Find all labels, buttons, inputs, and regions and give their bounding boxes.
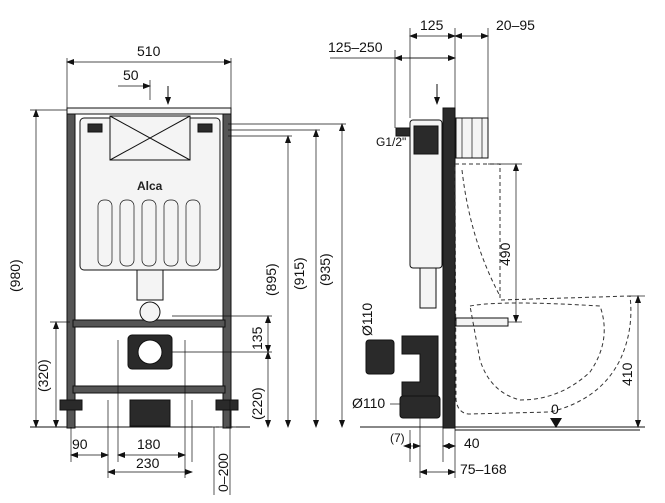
right-holder [197,123,213,133]
toilet-inner-outline [469,302,605,401]
dim-915-label: (915) [291,257,307,290]
dim-410-label: 410 [619,362,635,386]
side-flush-pipe [419,267,437,309]
dim-220-label: (220) [249,387,265,420]
dim-230-label: 230 [136,455,160,471]
floor-level-label: 0 [551,401,559,417]
valve-block [413,125,439,155]
cistern-rib [119,199,135,267]
dim-50-label: 50 [123,67,139,83]
flush-outlet [139,301,161,323]
dim-320-label: (320) [35,359,51,392]
dim-490-label: 490 [497,242,513,266]
left-frame-post [66,109,76,429]
dim-0-200-label: 0–200 [215,453,231,492]
front-view: Alca 510 50 (980) (320) (895) (9 [7,43,346,495]
cistern-rib [185,199,201,267]
dim-7-label: (7) [390,431,405,445]
side-frame-post [442,107,456,429]
dim-125-label: 125 [420,17,444,33]
brand-logo-text: Alca [137,179,163,193]
opening-cross-b [109,115,191,161]
dim-980-label: (980) [7,259,23,292]
dim-895-label: (895) [263,263,279,296]
pipe-110-upper-label: Ø110 [359,303,375,336]
dim-135-label: 135 [249,326,265,350]
dim-125-250-label: 125–250 [328,39,383,55]
dim-180-label: 180 [137,436,161,452]
pipe-110-lower-label: Ø110 [352,395,385,411]
dim-90-label: 90 [72,436,88,452]
lower-rail [72,385,226,394]
floor-adjust-leg [129,399,171,427]
floor-level-marker [550,418,562,428]
right-frame-post [222,109,232,429]
flush-pipe [136,269,164,301]
waste-adapter [365,339,395,375]
right-foot [215,399,239,411]
cistern-rib [97,199,113,267]
dim-510-label: 510 [137,43,161,59]
dim-75-168-label: 75–168 [460,461,507,477]
waste-outlet [399,395,441,419]
toilet-bowl-outline [454,163,632,415]
thread-label: G1/2" [376,135,406,149]
cistern-rib [141,199,157,267]
water-inlet-stub [395,127,411,137]
dim-20-95-label: 20–95 [496,17,535,33]
waste-opening [137,339,163,365]
toilet-seat-outline [461,169,501,297]
dim-40-label: 40 [464,435,480,451]
cistern-rib [163,199,179,267]
top-rail [66,107,232,115]
left-holder [87,123,103,133]
flush-connector [455,317,509,327]
waste-bend [401,335,439,401]
left-foot [59,399,83,411]
side-view: 125 20–95 125–250 G1/2" 490 Ø110 Ø110 41… [328,17,645,478]
dim-935-label: (935) [317,253,333,286]
